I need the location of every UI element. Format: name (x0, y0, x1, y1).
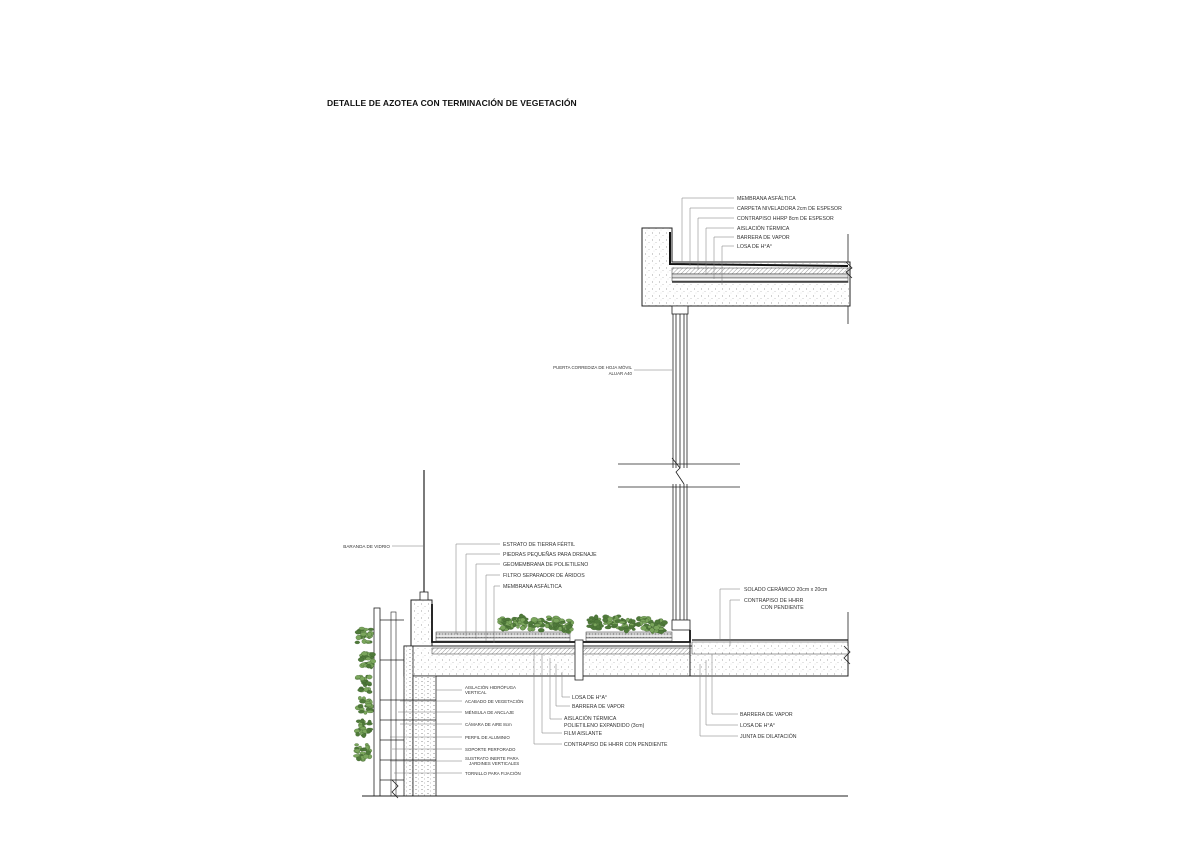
label-door-line2: ALUAR A40 (609, 371, 633, 376)
label-barrera-vapor-slab: BARRERA DE VAPOR (572, 704, 625, 710)
label-aislacion-termica-slab-2: POLIETILENO EXPANDIDO (3cm) (564, 723, 645, 729)
label-filtro-aridos: FILTRO SEPARADOR DE ÁRIDOS (503, 572, 585, 579)
facade-wall (353, 607, 437, 799)
drawing-title: DETALLE DE AZOTEA CON TERMINACIÓN DE VEG… (327, 98, 577, 108)
wall-plant-5 (353, 743, 373, 762)
wall-plant-1 (357, 651, 376, 670)
wall-plant-4 (354, 718, 374, 738)
upper-slab (641, 227, 853, 324)
label-door-line1: PUERTA CORREDIZA DE HOJA MÓVIL (553, 365, 632, 370)
labels-right-bottom: BARRERA DE VAPOR LOSA DE H°A° JUNTA DE D… (740, 712, 797, 740)
label-barrera-vapor-top: BARRERA DE VAPOR (737, 235, 790, 241)
label-membrana-asfaltica-top: MEMBRANA ASFÁLTICA (737, 195, 796, 202)
roof-plant-4 (556, 618, 575, 634)
label-tornillo-fijacion: TORNILLO PARA FIJACIÓN (465, 771, 521, 776)
label-geomembrana: GEOMEMBRANA DE POLIETILENO (503, 562, 588, 568)
label-camara-aire: CÁMARA DE AIRE 8cm (465, 722, 512, 727)
label-aislacion-hidrofuga-1: AISLACIÓN HIDRÓFUGA (465, 685, 516, 690)
label-acabado-vegetacion: ACABADO DE VEGETACIÓN (465, 699, 523, 704)
roof-plants (497, 613, 668, 634)
roof-plant-9 (649, 618, 668, 634)
label-losa-slab: LOSA DE H°A° (572, 695, 607, 701)
label-aislacion-termica-slab-1: AISLACIÓN TÉRMICA (564, 715, 617, 722)
label-con-pendiente: CON PENDIENTE (761, 605, 804, 611)
label-perfil-aluminio: PERFIL DE ALUMINIO (465, 735, 510, 740)
label-film-aislante: FILM AISLANTE (564, 731, 603, 737)
label-contrapiso-hhrr: CONTRAPISO DE HHRR (744, 598, 804, 604)
wall-plant-2 (354, 674, 373, 694)
roof-plant-1 (511, 613, 529, 631)
label-sustrato-inerte-2: JARDINES VERTICALES (469, 761, 519, 766)
label-barrera-vapor-right: BARRERA DE VAPOR (740, 712, 793, 718)
label-losa-top: LOSA DE H°A° (737, 244, 772, 250)
labels-floor: SOLADO CERÁMICO 20cm x 20cm CONTRAPISO D… (744, 586, 827, 611)
label-mensula-anclaje: MÉNSULA DE ANCLAJE (465, 710, 514, 715)
labels-top: MEMBRANA ASFÁLTICA CARPETA NIVELADORA 2c… (737, 195, 842, 250)
wall-plant-0 (354, 626, 374, 645)
label-contrapiso-hhrp: CONTRAPISO HHRP 8cm DE ESPESOR (737, 216, 834, 222)
roof-plant-6 (602, 614, 623, 630)
label-door: PUERTA CORREDIZA DE HOJA MÓVIL ALUAR A40 (553, 365, 632, 376)
label-railing: BARANDA DE VIDRIO (343, 544, 390, 549)
labels-slab: LOSA DE H°A° BARRERA DE VAPOR AISLACIÓN … (564, 695, 668, 748)
green-roof-slab (403, 470, 851, 681)
label-carpeta-niveladora: CARPETA NIVELADORA 2cm DE ESPESOR (737, 206, 842, 212)
label-soporte-perforado: SOPORTE PERFORADO (465, 747, 516, 752)
labels-green-roof: ESTRATO DE TIERRA FÉRTIL PIEDRAS PEQUEÑA… (503, 541, 597, 590)
roof-plant-7 (618, 617, 637, 634)
label-junta-dilatacion: JUNTA DE DILATACIÓN (740, 733, 797, 740)
label-contrapiso-pendiente: CONTRAPISO DE HHRR CON PENDIENTE (564, 742, 668, 748)
label-piedras-drenaje: PIEDRAS PEQUEÑAS PARA DRENAJE (503, 551, 597, 558)
sliding-door (618, 314, 740, 631)
label-aislacion-termica-top: AISLACIÓN TÉRMICA (737, 225, 790, 232)
roof-plant-5 (586, 614, 604, 631)
label-aislacion-hidrofuga-2: VERTICAL (465, 690, 487, 695)
label-tierra-fertil: ESTRATO DE TIERRA FÉRTIL (503, 541, 575, 548)
label-solado-ceramico: SOLADO CERÁMICO 20cm x 20cm (744, 586, 827, 593)
leader-lines (390, 197, 740, 774)
roof-plant-2 (527, 617, 546, 633)
label-membrana-asfaltica-green: MEMBRANA ASFÁLTICA (503, 583, 562, 590)
label-losa-right: LOSA DE H°A° (740, 723, 775, 729)
wall-plant-3 (354, 696, 374, 715)
label-sustrato-inerte-1: SUSTRATO INERTE PARA (465, 756, 519, 761)
labels-wall: AISLACIÓN HIDRÓFUGA VERTICAL ACABADO DE … (465, 685, 523, 776)
